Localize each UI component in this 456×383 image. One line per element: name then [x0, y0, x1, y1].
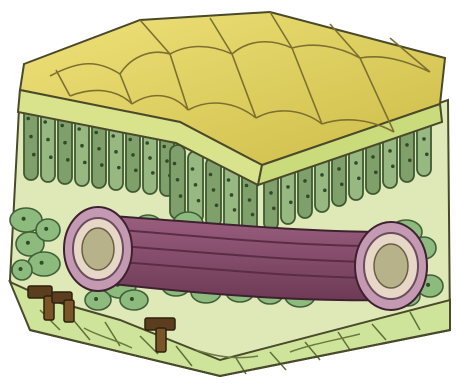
chloroplast: [176, 178, 180, 182]
chloroplast: [422, 137, 426, 141]
chloroplast: [227, 178, 231, 182]
chloroplast: [165, 159, 169, 163]
chloroplast: [100, 163, 104, 167]
chloroplast: [426, 283, 430, 287]
chloroplast: [269, 191, 273, 195]
chloroplast: [46, 138, 50, 142]
palisade-cell: [206, 157, 221, 227]
chloroplast: [354, 161, 358, 165]
chloroplast: [191, 167, 195, 171]
chloroplast: [272, 207, 276, 211]
chloroplast: [97, 147, 101, 151]
chloroplast: [323, 189, 327, 193]
chloroplast: [145, 141, 149, 145]
chloroplast: [26, 241, 30, 245]
chloroplast: [337, 167, 341, 171]
chloroplast: [306, 195, 310, 199]
chloroplast: [286, 185, 290, 189]
chloroplast: [44, 227, 48, 231]
chloroplast: [371, 155, 375, 159]
chloroplast: [374, 171, 378, 175]
chloroplast: [197, 199, 201, 203]
spongy-cell: [85, 290, 111, 310]
chloroplast: [391, 165, 395, 169]
chloroplast: [60, 124, 64, 128]
chloroplast: [151, 171, 155, 175]
chloroplast: [111, 134, 115, 138]
chloroplast: [194, 183, 198, 187]
chloroplast: [40, 261, 44, 265]
vein-end-right: [355, 222, 427, 310]
chloroplast: [66, 158, 70, 162]
chloroplast: [408, 159, 412, 163]
chloroplast: [29, 135, 33, 139]
chloroplast: [43, 120, 47, 124]
chloroplast: [148, 156, 152, 160]
chloroplast: [80, 144, 84, 148]
chloroplast: [117, 166, 121, 170]
chloroplast: [131, 153, 135, 157]
chloroplast: [357, 177, 361, 181]
chloroplast: [388, 149, 392, 153]
palisade-cell: [170, 145, 185, 219]
chloroplast: [245, 184, 249, 188]
chloroplast: [233, 208, 237, 212]
chloroplast: [215, 204, 219, 208]
chloroplast: [340, 183, 344, 187]
chloroplast: [425, 153, 429, 157]
chloroplast: [162, 145, 166, 149]
chloroplast: [114, 150, 118, 154]
chloroplast: [26, 117, 30, 121]
chloroplast: [49, 155, 53, 159]
chloroplast: [209, 173, 213, 177]
chloroplast: [134, 169, 138, 173]
chloroplast: [128, 138, 132, 142]
chloroplast: [230, 193, 234, 197]
chloroplast: [63, 141, 67, 145]
chloroplast: [405, 143, 409, 147]
chloroplast: [251, 213, 255, 217]
vein-end-left: [64, 207, 132, 291]
chloroplast: [19, 267, 23, 271]
chloroplast: [77, 127, 81, 131]
chloroplast: [212, 188, 216, 192]
chloroplast: [32, 153, 36, 157]
chloroplast: [303, 179, 307, 183]
spongy-cell: [120, 290, 148, 310]
chloroplast: [248, 198, 252, 202]
chloroplast: [179, 194, 183, 198]
chloroplast: [83, 161, 87, 165]
chloroplast: [94, 297, 98, 301]
chloroplast: [94, 131, 98, 135]
chloroplast: [130, 297, 134, 301]
chloroplast: [289, 201, 293, 205]
spongy-cell: [36, 219, 60, 241]
chloroplast: [22, 217, 26, 221]
chloroplast: [320, 173, 324, 177]
spongy-cell: [28, 252, 60, 276]
chloroplast: [173, 162, 177, 166]
